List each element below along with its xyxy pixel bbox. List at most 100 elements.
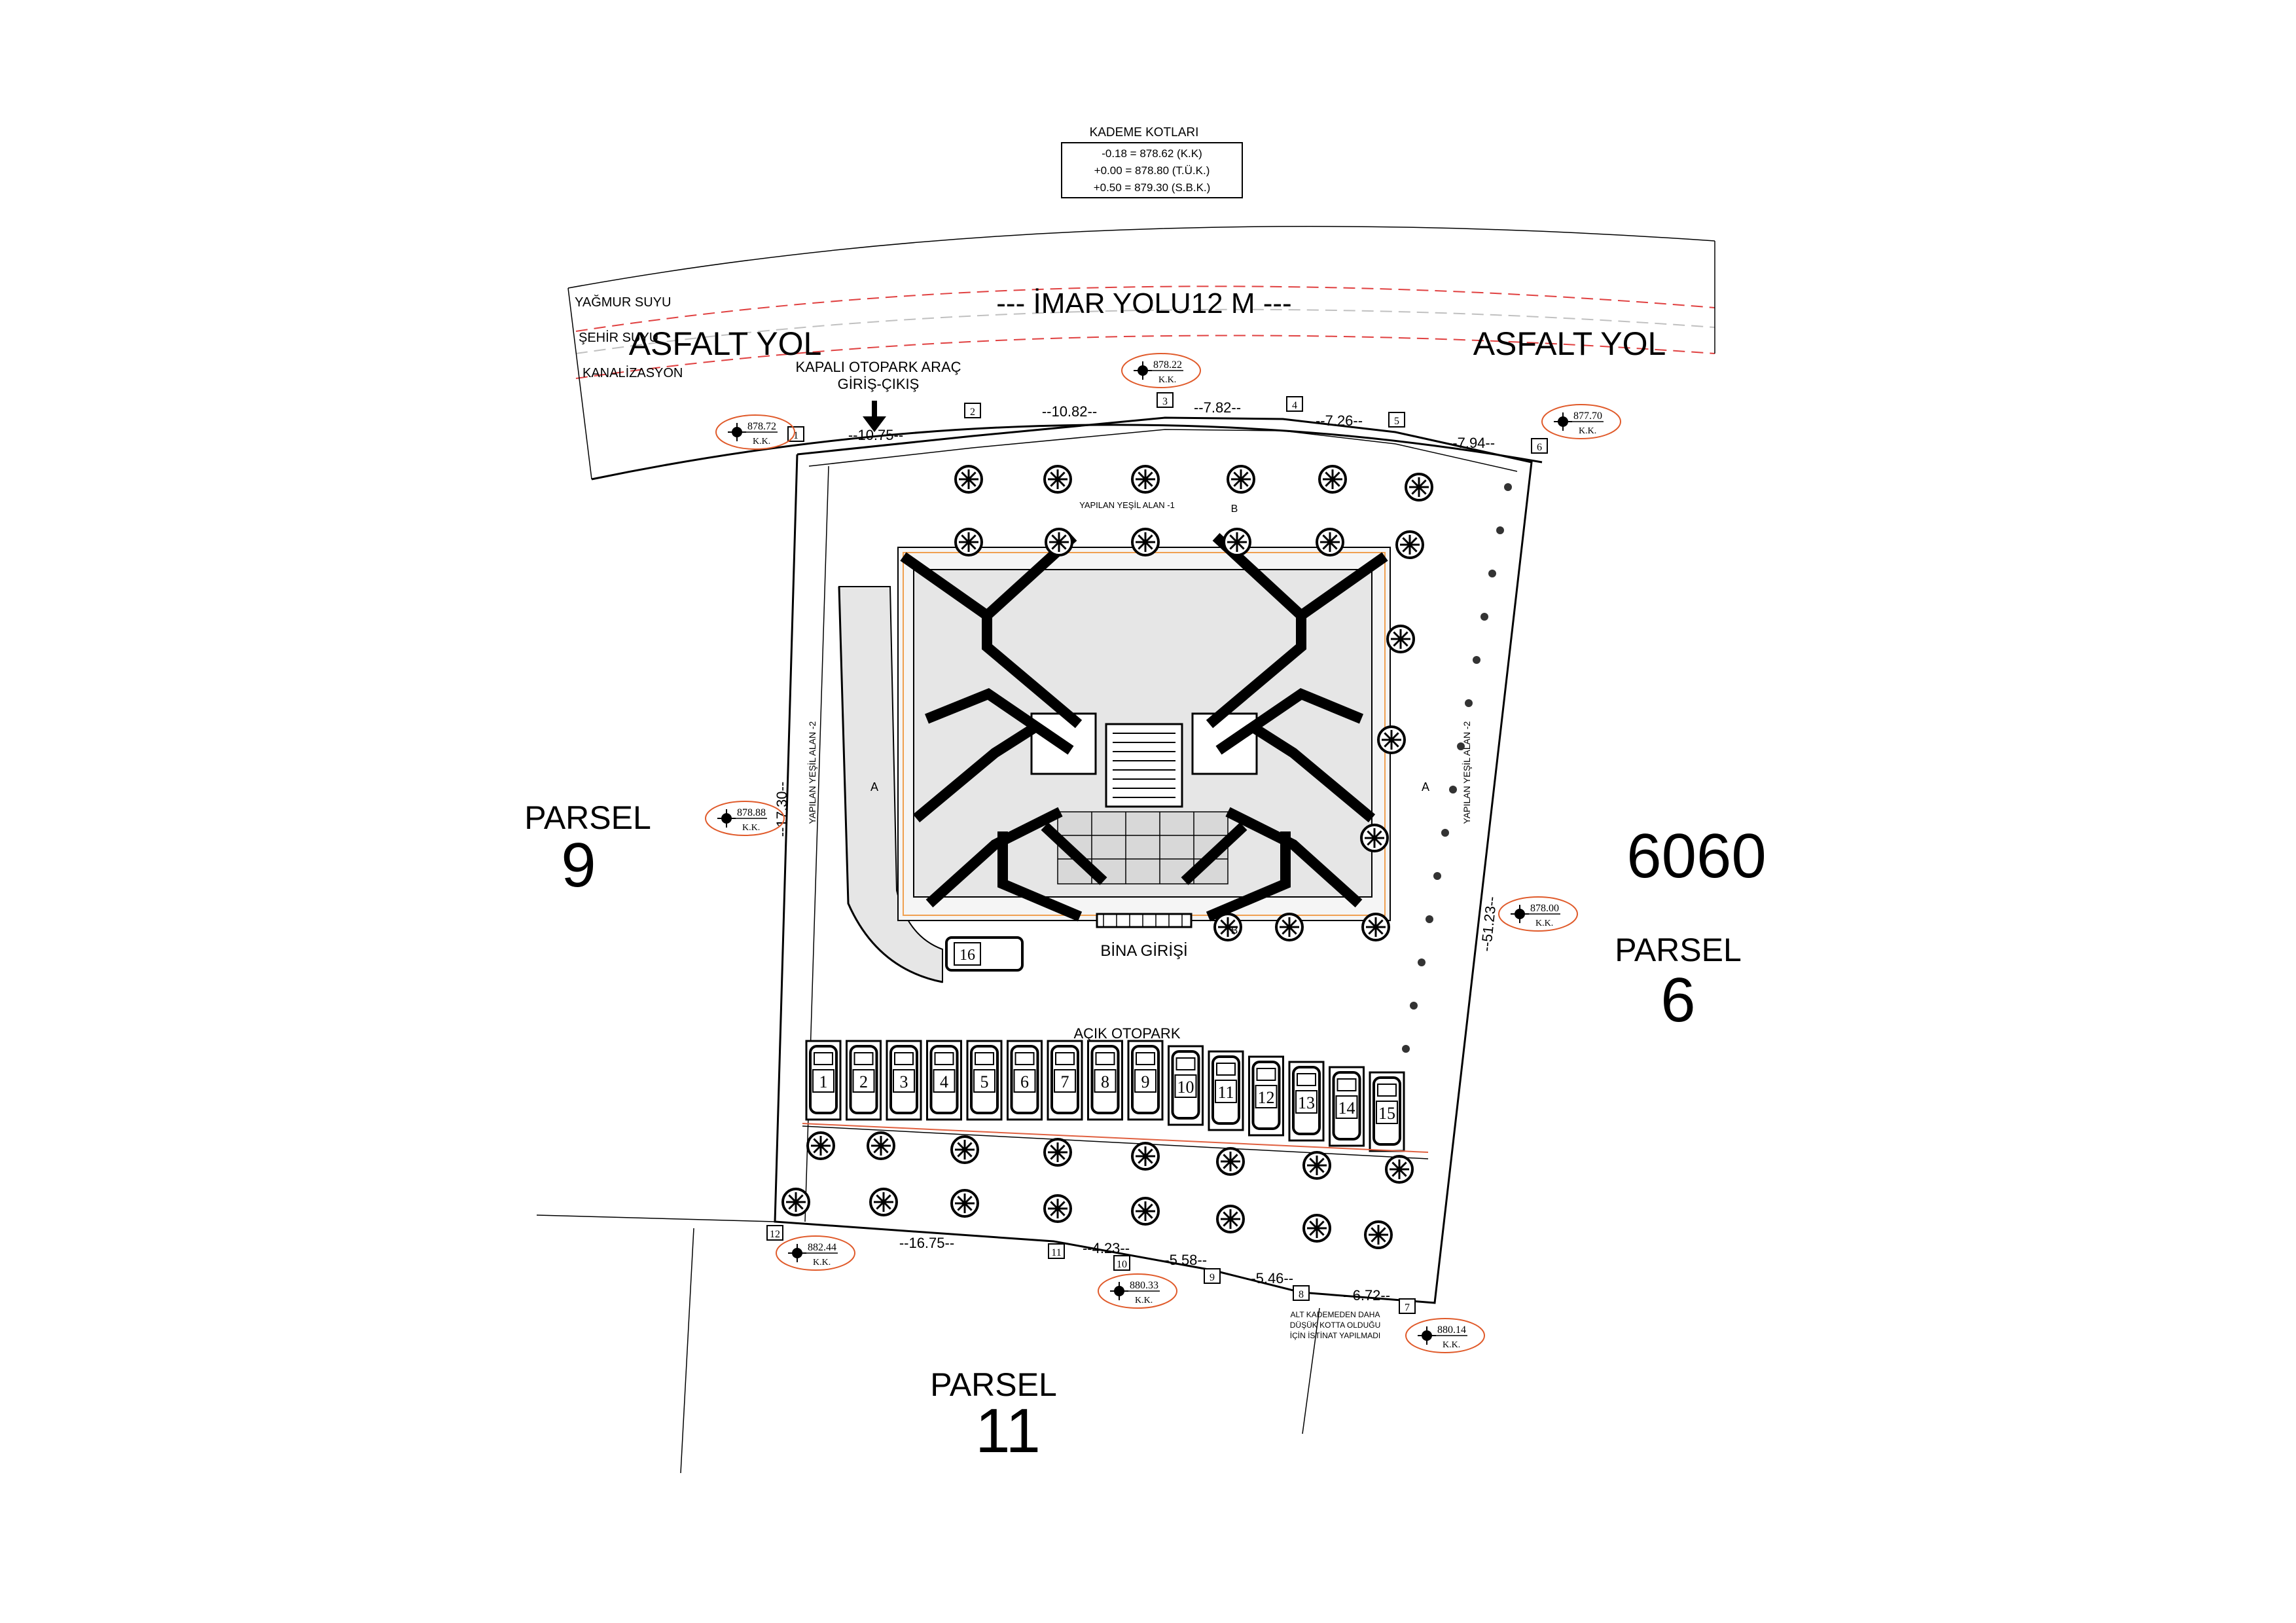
parking-space: 5	[966, 1040, 1003, 1121]
tree-icon	[1223, 528, 1251, 556]
tree-icon	[1405, 473, 1433, 501]
level-row: +0.00 = 878.80 (T.Ü.K.)	[1094, 164, 1210, 177]
corner-number: 4	[1292, 400, 1297, 411]
tree-icon	[1316, 528, 1344, 556]
parking-space: 14	[1329, 1066, 1365, 1147]
parking-space: 12	[1248, 1055, 1284, 1137]
level-row: -0.18 = 878.62 (K.K)	[1102, 147, 1202, 160]
tree-icon	[869, 1188, 898, 1216]
elevation-kk: K.K.	[813, 1258, 831, 1267]
green-area-2-left-label: YAPILAN YEŞİL ALAN -2	[806, 721, 817, 824]
elevation-kk: K.K.	[1535, 919, 1553, 928]
parcel-south-label: PARSEL	[930, 1366, 1057, 1403]
elevation-point: 880.14K.K.	[1405, 1318, 1485, 1353]
south-note: ALT KADEMEDEN DAHA	[1291, 1310, 1380, 1319]
dimension-label: --7.94--	[1448, 435, 1495, 451]
tree-layer	[781, 465, 1512, 1249]
parking-space-number: 5	[980, 1072, 989, 1091]
tree-icon	[1213, 913, 1242, 941]
tree-icon	[1043, 1138, 1072, 1167]
tree-icon	[954, 465, 983, 494]
elevation-point: 882.44K.K.	[776, 1235, 855, 1271]
parking-space: 10	[1168, 1045, 1204, 1126]
tree-icon	[1385, 1155, 1414, 1184]
tree-icon	[1364, 1220, 1393, 1249]
bollard-icon	[1410, 1002, 1418, 1010]
bollard-icon	[1488, 570, 1496, 577]
elevation-point: 878.72K.K.	[715, 414, 795, 450]
parking-space: 15	[1369, 1071, 1405, 1152]
corner-number: 7	[1405, 1302, 1410, 1313]
tree-icon	[1275, 913, 1304, 941]
tree-icon	[950, 1135, 979, 1164]
garage-entry-label: KAPALI OTOPARK ARAÇ	[795, 359, 961, 375]
section-b-label: B	[1231, 503, 1238, 515]
tree-icon	[1131, 528, 1160, 556]
elevation-kk: K.K.	[1443, 1340, 1460, 1350]
bollard-icon	[1465, 699, 1473, 707]
elevation-value: 878.88	[737, 807, 766, 818]
section-marker: A A B B	[870, 503, 1429, 936]
parking-space: 4	[926, 1040, 962, 1121]
bollard-icon	[1457, 742, 1465, 750]
corner-marker: 12	[766, 1225, 783, 1241]
road-title: --- İMAR YOLU12 M ---	[996, 287, 1291, 319]
tree-icon	[1302, 1151, 1331, 1180]
bollard-icon	[1418, 958, 1426, 966]
tree-icon	[1131, 1142, 1160, 1171]
dimension-label: --7.26--	[1316, 412, 1363, 429]
dimension-label: --16.75--	[899, 1235, 954, 1251]
corner-marker: 11	[1048, 1243, 1065, 1259]
corner-number: 2	[970, 407, 975, 418]
tree-icon	[1216, 1205, 1245, 1233]
bollard-icon	[1433, 872, 1441, 880]
tree-icon	[1131, 465, 1160, 494]
elevation-value: 878.00	[1530, 903, 1559, 914]
bollard-icon	[1504, 483, 1512, 491]
tree-icon	[867, 1131, 895, 1160]
elevation-value: 877.70	[1573, 410, 1602, 422]
corner-number: 9	[1210, 1272, 1215, 1283]
bollard-icon	[1449, 786, 1457, 793]
parking-space: 1	[805, 1040, 842, 1121]
parking-space-number: 9	[1141, 1072, 1150, 1091]
corner-marker: 10	[1113, 1255, 1130, 1271]
corner-number: 3	[1162, 396, 1168, 407]
corner-marker: 5	[1388, 412, 1405, 428]
parking-space-number: 13	[1298, 1093, 1315, 1112]
levels-title: KADEME KOTLARI	[1090, 126, 1199, 139]
road: --- İMAR YOLU12 M --- ASFALT YOL ASFALT …	[567, 226, 1715, 481]
parking-space-number: 11	[1217, 1083, 1234, 1102]
bollard-icon	[1480, 613, 1488, 621]
dimension-label: --6.72--	[1343, 1287, 1390, 1304]
tree-icon	[1377, 725, 1406, 754]
parcel-south-number: 11	[975, 1396, 1041, 1466]
tree-icon	[1216, 1147, 1245, 1176]
tree-icon	[1043, 1194, 1072, 1223]
parking-space-number: 10	[1177, 1078, 1194, 1097]
elevation-value: 878.22	[1153, 359, 1182, 371]
bollard-icon	[1426, 915, 1433, 923]
utility-label: YAĞMUR SUYU	[575, 295, 671, 310]
garage-entry-label: GİRİŞ-ÇIKIŞ	[838, 376, 920, 392]
green-area-2-right-label: YAPILAN YEŞİL ALAN -2	[1461, 721, 1472, 824]
parking-space-number: 14	[1338, 1099, 1355, 1118]
parcel-east-label: PARSEL	[1615, 932, 1742, 968]
road-label-right: ASFALT YOL	[1473, 325, 1666, 362]
bollard-icon	[1496, 526, 1504, 534]
tree-icon	[1395, 530, 1424, 559]
elevation-value: 880.33	[1130, 1280, 1158, 1291]
parking-space: 2	[846, 1040, 882, 1121]
entry-arrow-icon	[863, 401, 886, 432]
corner-number: 8	[1299, 1289, 1304, 1300]
parking-space-number: 12	[1258, 1088, 1275, 1107]
tree-icon	[806, 1131, 835, 1160]
garage-space: 16	[945, 936, 1024, 972]
tree-icon	[1131, 1197, 1160, 1226]
building: BİNA GİRİŞİ	[897, 533, 1391, 960]
elevation-point: 877.70K.K.	[1541, 404, 1621, 439]
parcel-east-number: 6	[1660, 965, 1695, 1035]
tree-icon	[781, 1188, 810, 1216]
